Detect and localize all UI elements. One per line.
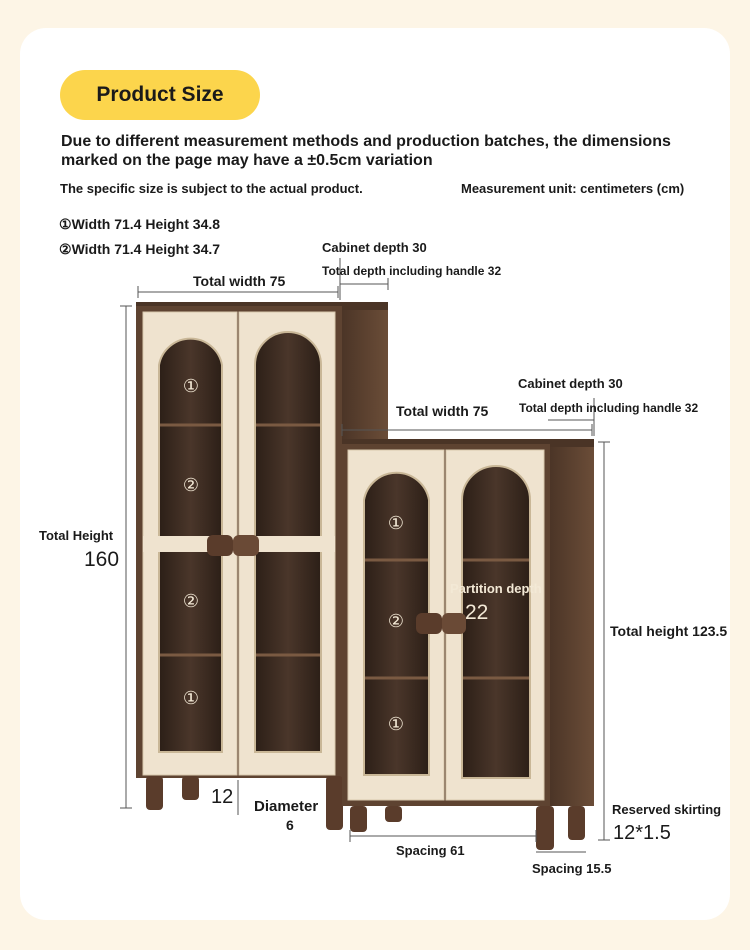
spacing-side-label: Spacing 15.5 xyxy=(532,861,612,876)
tall-depth-handle-label: Total depth including handle 32 xyxy=(322,264,502,278)
short-cabinet-top xyxy=(342,439,594,447)
short-marker-top: ① xyxy=(388,513,404,534)
compartment-markers: ① ② ② ① ① ② ① xyxy=(183,376,404,735)
tall-left-handle xyxy=(207,535,233,556)
leg-diameter-label: Diameter xyxy=(254,798,319,815)
tall-leg-front-right xyxy=(326,776,343,830)
section-title-badge: Product Size xyxy=(60,70,260,120)
short-leg-front-left xyxy=(350,806,367,832)
partition-depth-value: 22 xyxy=(465,601,489,624)
leg-diameter-value: 6 xyxy=(286,817,294,833)
tall-marker-bottom: ① xyxy=(183,688,199,709)
short-right-handle xyxy=(442,613,466,634)
short-cabinet-side xyxy=(548,444,594,806)
short-height-label: Total height 123.5 xyxy=(610,623,728,639)
compartment-size-2: Width 71.4 Height 34.7 xyxy=(71,241,221,257)
tall-marker-top: ① xyxy=(183,376,199,397)
tall-marker-upper: ② xyxy=(183,475,199,496)
short-leg-back-right xyxy=(568,806,585,840)
compartment-marker-1: ① xyxy=(59,216,72,232)
short-depth-handle-label: Total depth including handle 32 xyxy=(519,401,699,415)
short-cabinet xyxy=(342,439,594,850)
spacing-label: Spacing 61 xyxy=(396,843,465,858)
tall-height-value: 160 xyxy=(84,548,120,571)
short-leg-front-right xyxy=(536,806,554,850)
tall-right-rail xyxy=(239,536,335,552)
compartment-size-1: Width 71.4 Height 34.8 xyxy=(71,216,221,232)
skirting-value: 12*1.5 xyxy=(613,822,671,844)
variation-note-line1: Due to different measurement methods and… xyxy=(61,133,671,150)
tall-leg-front-left xyxy=(146,776,163,810)
subject-note: The specific size is subject to the actu… xyxy=(60,181,363,196)
tall-depth-label: Cabinet depth 30 xyxy=(322,240,427,255)
variation-note-line2: marked on the page may have a ±0.5cm var… xyxy=(61,152,433,169)
tall-marker-lower: ② xyxy=(183,591,199,612)
short-depth-label: Cabinet depth 30 xyxy=(518,376,623,391)
short-marker-middle: ② xyxy=(388,611,404,632)
skirting-label: Reserved skirting xyxy=(612,802,722,817)
short-right-glass xyxy=(461,465,531,779)
compartment-marker-2: ② xyxy=(59,241,72,257)
variation-note: Due to different measurement methods and… xyxy=(61,132,671,170)
dimension-lines xyxy=(120,258,610,853)
section-title: Product Size xyxy=(96,83,224,106)
tall-leg-back-left xyxy=(182,776,199,800)
compartment-spec-1: ①Width 71.4 Height 34.8 xyxy=(59,216,220,233)
leg-height-value: 12 xyxy=(211,786,234,808)
short-left-glass xyxy=(363,471,430,776)
tall-right-handle xyxy=(233,535,259,556)
tall-height-label: Total Height xyxy=(39,528,114,543)
compartment-spec-2: ②Width 71.4 Height 34.7 xyxy=(59,241,220,258)
tall-width-label: Total width 75 xyxy=(193,273,286,289)
short-width-label: Total width 75 xyxy=(396,403,489,419)
short-marker-bottom: ① xyxy=(388,714,404,735)
short-leg-back-left xyxy=(385,806,402,822)
unit-note: Measurement unit: centimeters (cm) xyxy=(461,181,685,196)
partition-depth-label: Partition depth xyxy=(450,581,542,596)
short-left-handle xyxy=(416,613,442,634)
